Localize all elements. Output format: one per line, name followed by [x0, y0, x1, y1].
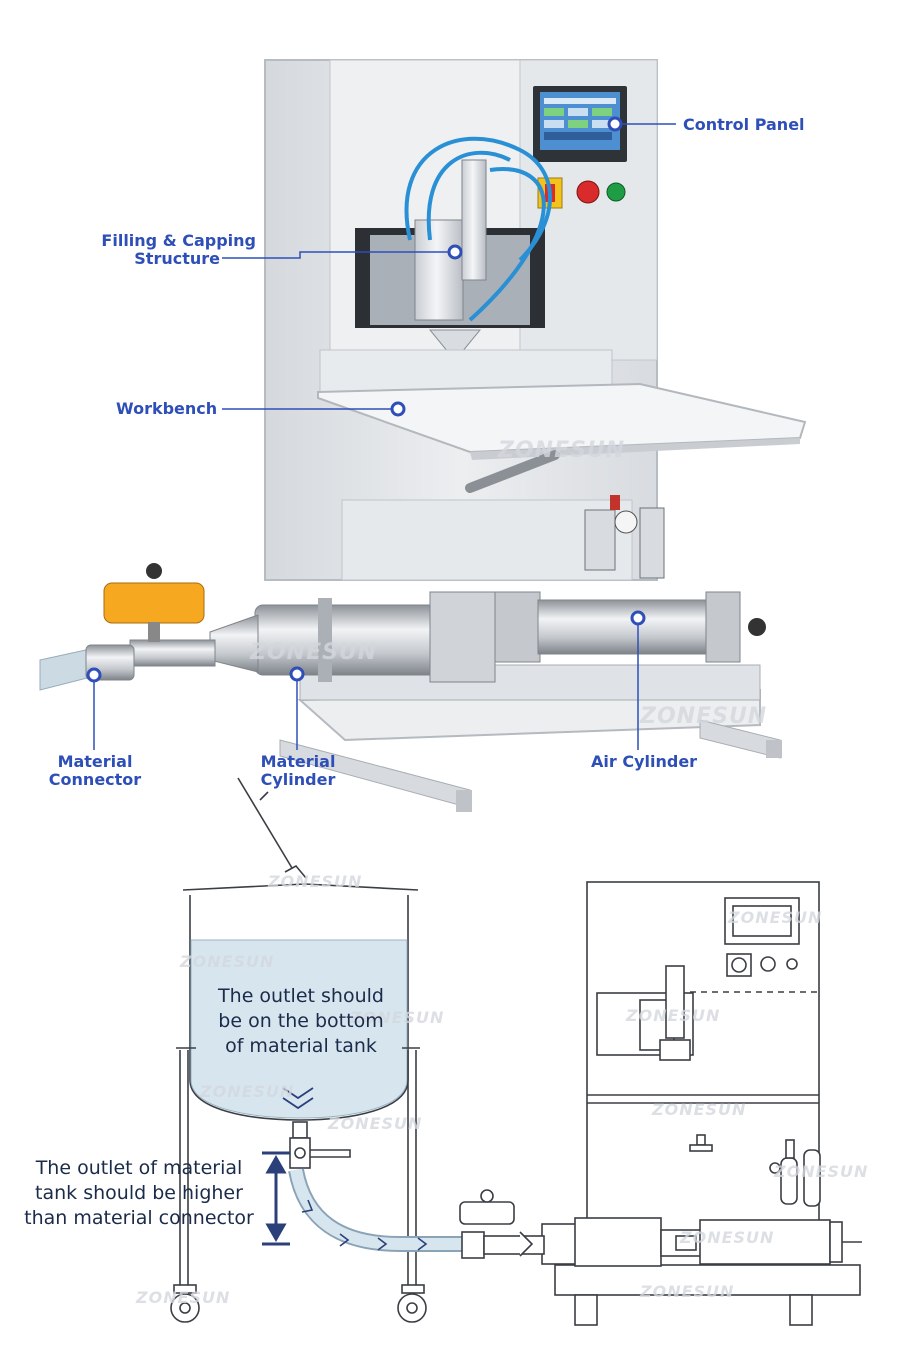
- callout-dots: [86, 116, 646, 683]
- label-material-connector-line1: Material: [57, 752, 133, 771]
- filling-capping-dot: [447, 244, 463, 260]
- connecting-hose: [288, 1168, 462, 1252]
- filling-capping-leader: [222, 251, 455, 259]
- lower-drawer: [341, 499, 633, 581]
- drawing-valve: [461, 1231, 485, 1259]
- tank-lid-handle: [237, 777, 293, 869]
- drawing-button-1: [760, 956, 776, 972]
- air-regulator: [584, 509, 616, 571]
- note-outlet-bottom-line2: be on the bottom: [218, 1010, 384, 1032]
- flow-chevron: [282, 1087, 314, 1100]
- label-workbench: Workbench: [116, 399, 218, 418]
- watermark: ZONESUN: [652, 1100, 747, 1119]
- watermark: ZONESUN: [774, 1162, 869, 1181]
- filling-head: [414, 219, 464, 321]
- drawing-air-cylinder: [699, 1219, 831, 1265]
- watermark: ZONESUN: [200, 1082, 295, 1101]
- machine-illustration: [39, 59, 807, 812]
- tank-lid: [182, 883, 419, 891]
- hose-flow-marks: [301, 1199, 428, 1251]
- watermark: ZONESUN: [328, 1114, 423, 1133]
- air-cylinder-endcap: [494, 591, 541, 663]
- watermark: ZONESUN: [640, 704, 768, 729]
- drawing-base: [554, 1264, 861, 1296]
- tank-outlet: [292, 1121, 308, 1139]
- control-panel-dot: [607, 116, 623, 132]
- note-outlet-higher-line1: The outlet of material: [35, 1157, 243, 1179]
- note-outlet-higher: The outlet of material tank should be hi…: [8, 1156, 270, 1231]
- watermark: ZONESUN: [268, 872, 363, 891]
- ball-valve: [129, 639, 216, 667]
- material-connector-dot: [86, 667, 102, 683]
- drawing-button-2: [786, 958, 798, 970]
- label-material-connector-line2: Connector: [48, 770, 142, 789]
- label-filling-capping: Filling & Capping Structure: [70, 232, 256, 268]
- note-outlet-bottom: The outlet should be on the bottom of ma…: [194, 984, 408, 1059]
- tank-caster-right: [397, 1293, 427, 1323]
- air-cylinder-dot: [630, 610, 646, 626]
- label-material-connector: Material Connector: [38, 753, 152, 789]
- workbench-dot: [390, 401, 406, 417]
- machine-line-drawing: [459, 881, 862, 1326]
- note-outlet-higher-line2: tank should be higher: [35, 1182, 243, 1204]
- note-outlet-bottom-line1: The outlet should: [218, 985, 384, 1007]
- note-outlet-bottom-line3: of material tank: [225, 1035, 377, 1057]
- emergency-stop-button: [576, 180, 600, 204]
- drawing-valve-actuator: [459, 1201, 515, 1225]
- material-cylinder-dot: [289, 666, 305, 682]
- watermark: ZONESUN: [136, 1288, 231, 1307]
- label-filling-capping-line2: Structure: [134, 249, 220, 268]
- label-material-cylinder: Material Cylinder: [248, 753, 348, 789]
- watermark: ZONESUN: [350, 1008, 445, 1027]
- label-material-cylinder-line1: Material: [260, 752, 336, 771]
- watermark: ZONESUN: [250, 640, 378, 665]
- note-outlet-higher-line3: than material connector: [24, 1207, 254, 1229]
- label-material-cylinder-line2: Cylinder: [260, 770, 336, 789]
- callout-lines: [93, 123, 676, 750]
- watermark: ZONESUN: [728, 908, 823, 927]
- air-cylinder-body: [537, 599, 709, 655]
- label-air-cylinder: Air Cylinder: [591, 752, 698, 771]
- watermark: ZONESUN: [498, 438, 626, 463]
- material-tank-drawing: [170, 777, 427, 1323]
- start-button: [606, 182, 626, 202]
- height-arrow: [262, 1151, 290, 1246]
- tank-liquid: [190, 939, 408, 1119]
- watermark: ZONESUN: [626, 1006, 721, 1025]
- tank-caster-left: [170, 1293, 200, 1323]
- watermark: ZONESUN: [640, 1282, 735, 1301]
- watermark: ZONESUN: [680, 1228, 775, 1247]
- drawing-cabinet: [586, 881, 820, 1271]
- label-control-panel: Control Panel: [683, 115, 805, 134]
- watermark: ZONESUN: [180, 952, 275, 971]
- valve-actuator: [103, 582, 205, 624]
- drawing-material-cylinder: [574, 1217, 662, 1267]
- label-filling-capping-line1: Filling & Capping: [101, 231, 256, 250]
